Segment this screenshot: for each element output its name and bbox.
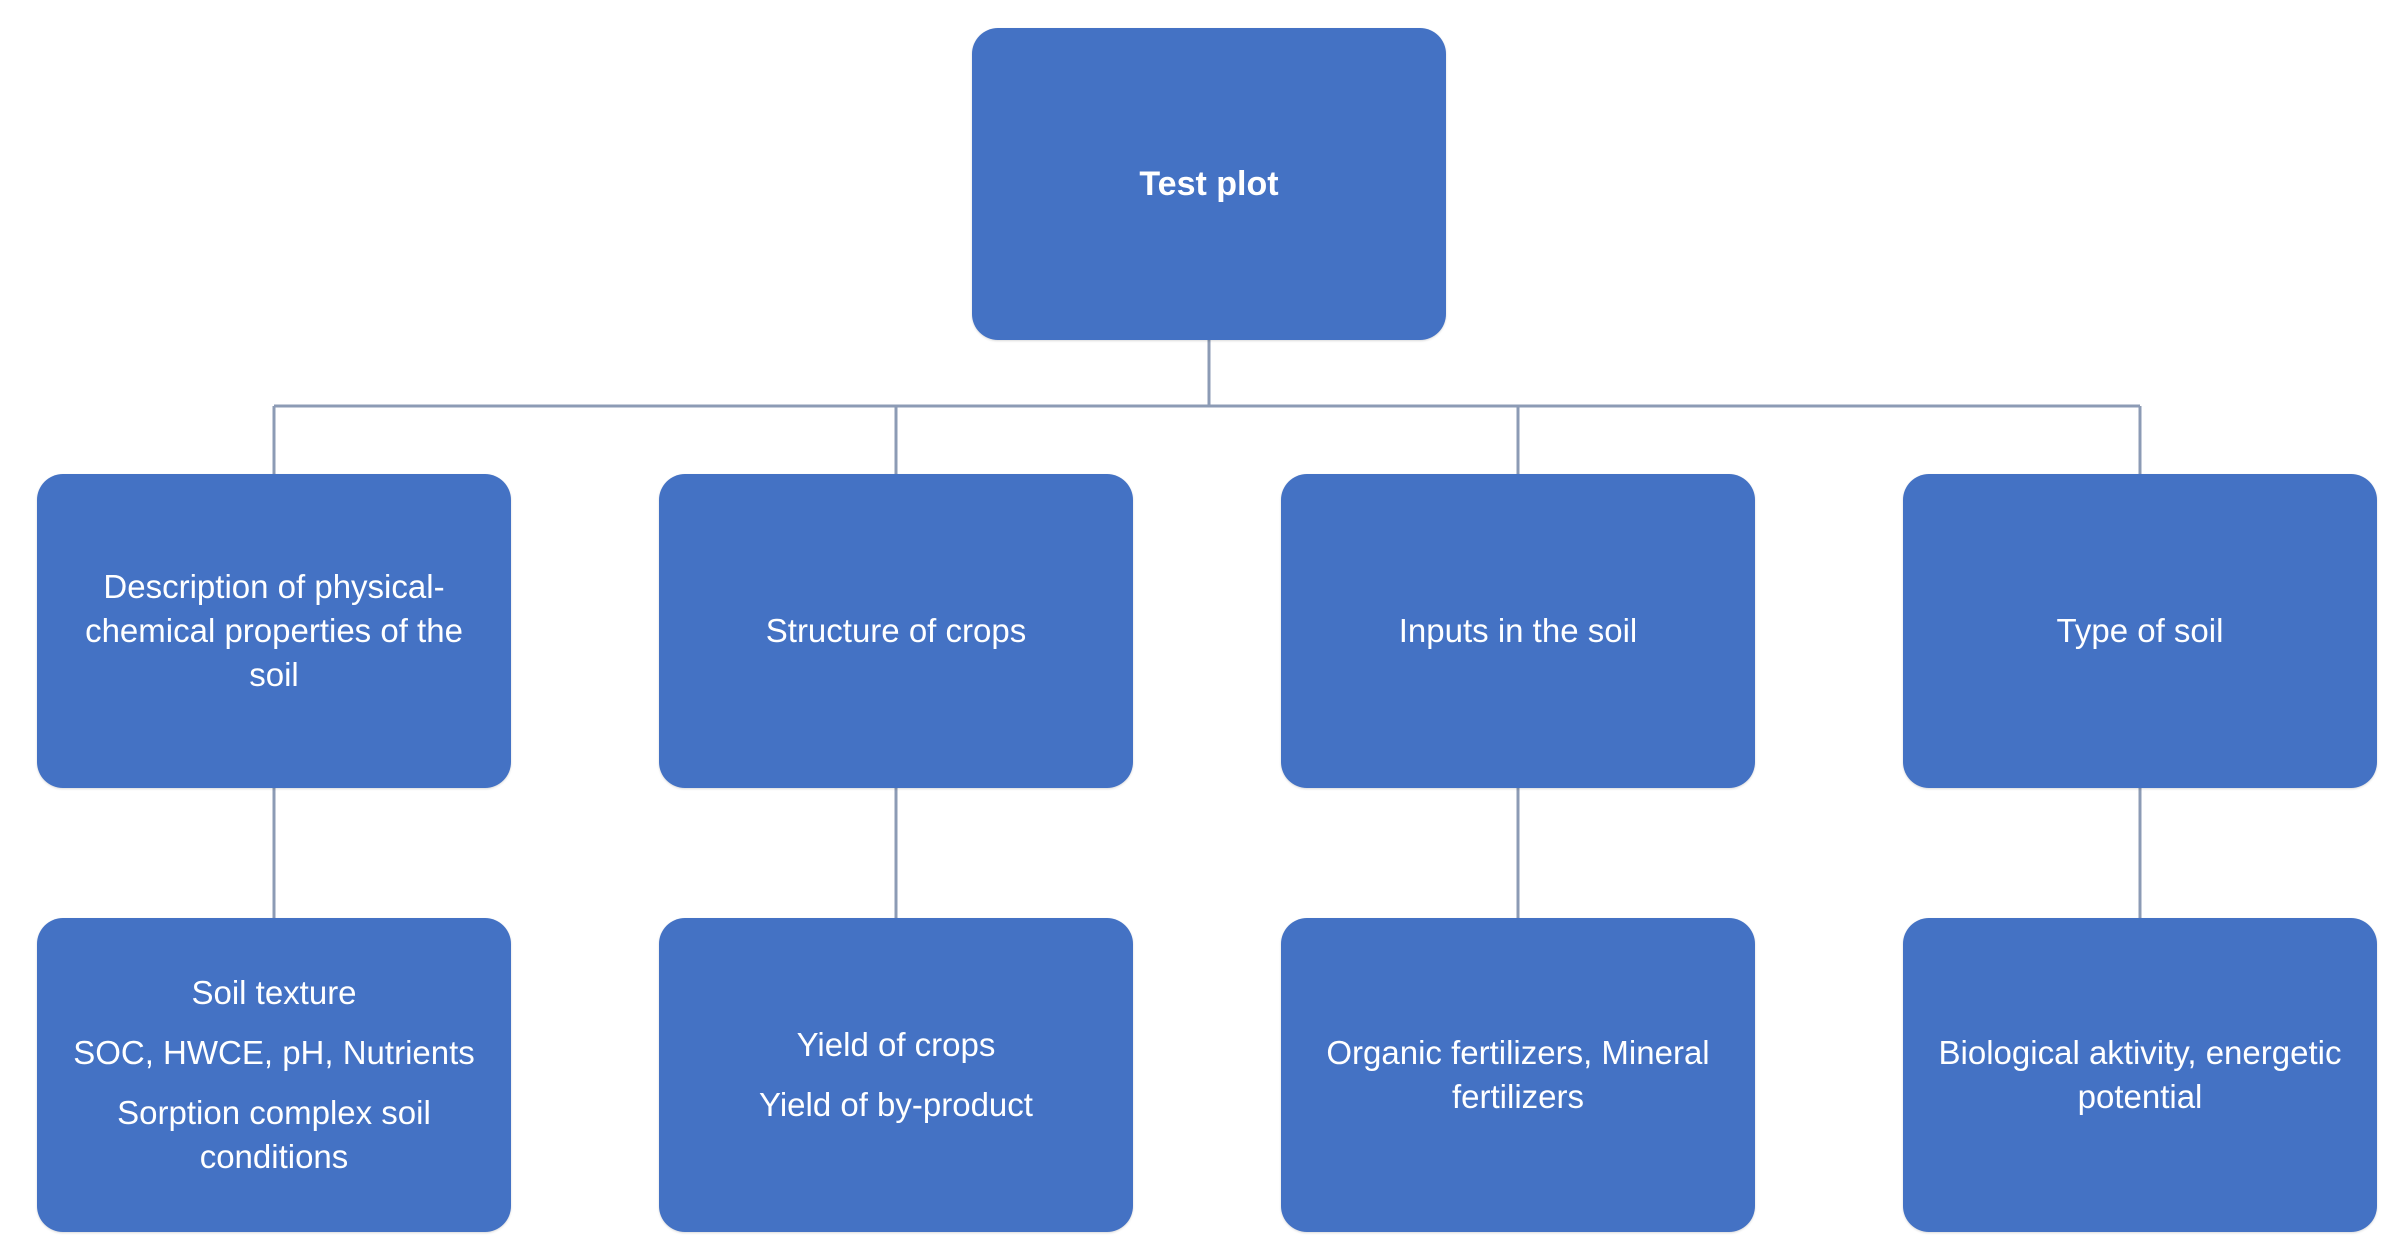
detail-line: Biological aktivity, energetic potential [1938,1034,2342,1115]
detail-line: Organic fertilizers, Mineral fertilizers [1326,1034,1710,1115]
category-node-label: Type of soil [2056,612,2224,649]
detail-node-structure-of-crops: Yield of crops Yield of by-product [659,918,1133,1232]
category-node-label: Description of physical-chemical propert… [85,568,463,693]
category-node-structure-of-crops: Structure of crops [659,474,1133,788]
category-node-type-of-soil: Type of soil [1903,474,2377,788]
category-node-label: Inputs in the soil [1398,612,1638,649]
detail-line: Soil texture [191,974,357,1011]
detail-line: Sorption complex soil conditions [117,1094,431,1175]
root-node-label: Test plot [1139,165,1279,203]
detail-line: SOC, HWCE, pH, Nutrients [73,1034,475,1071]
category-node-label: Structure of crops [765,612,1027,649]
detail-node-type-of-soil: Biological aktivity, energetic potential [1903,918,2377,1232]
detail-line: Yield of by-product [759,1086,1033,1123]
category-node-inputs-in-soil: Inputs in the soil [1281,474,1755,788]
root-node-test-plot: Test plot [972,28,1446,340]
detail-node-inputs-in-soil: Organic fertilizers, Mineral fertilizers [1281,918,1755,1232]
category-node-soil-properties: Description of physical-chemical propert… [37,474,511,788]
detail-node-soil-properties: Soil texture SOC, HWCE, pH, Nutrients So… [37,918,511,1232]
detail-line: Yield of crops [796,1026,996,1063]
